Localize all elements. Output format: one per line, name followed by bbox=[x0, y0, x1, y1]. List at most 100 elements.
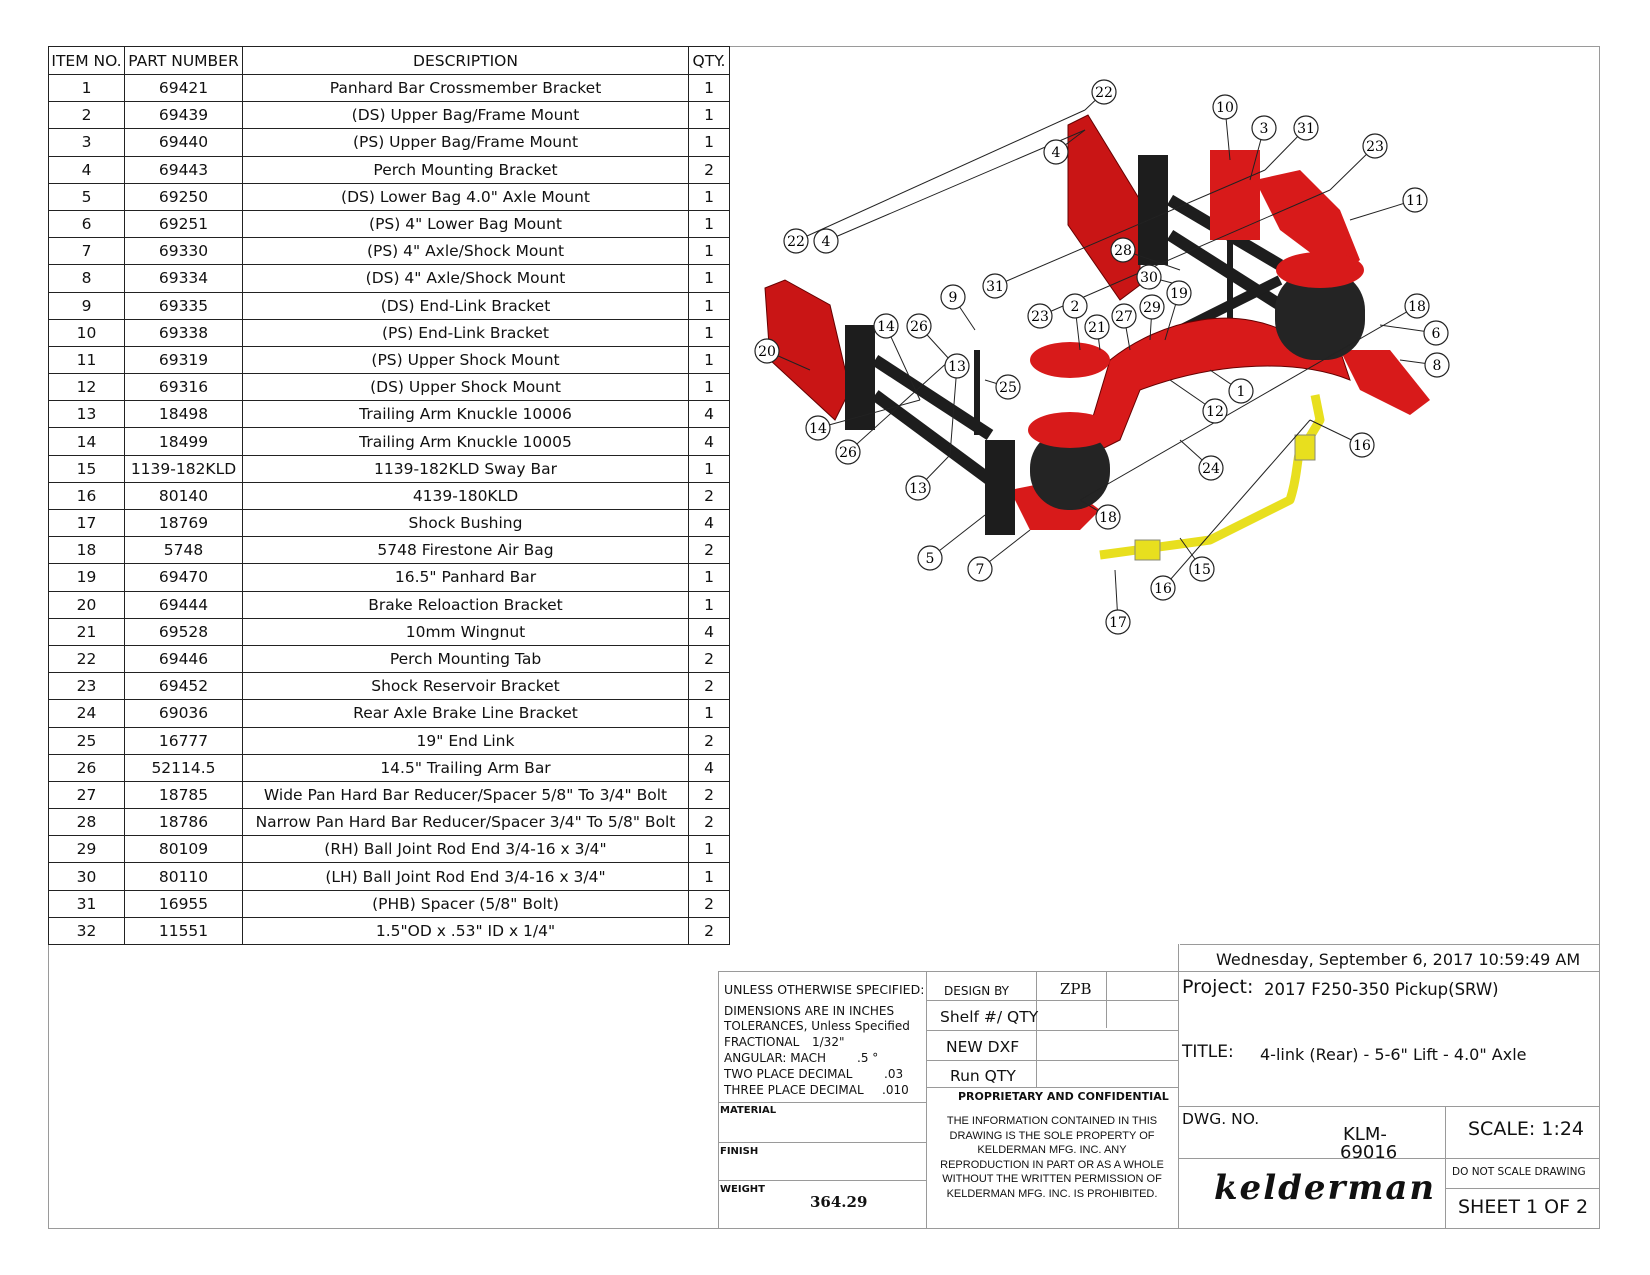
callout-circle bbox=[1166, 280, 1192, 306]
callout-label: 13 bbox=[909, 481, 927, 497]
callout-label: 24 bbox=[1202, 461, 1220, 477]
air-bags bbox=[1028, 252, 1365, 510]
callout-leader bbox=[994, 169, 1266, 287]
callout-label: 28 bbox=[1114, 243, 1132, 259]
bom-cell-part: 18499 bbox=[124, 427, 243, 456]
bom-cell-part: 80109 bbox=[124, 835, 243, 864]
callout-18: 18 bbox=[1095, 504, 1121, 530]
callout-22: 22 bbox=[783, 228, 809, 254]
timestamp: Wednesday, September 6, 2017 10:59:49 AM bbox=[1216, 950, 1581, 969]
bom-cell-part: 80140 bbox=[124, 481, 243, 511]
bom-cell-part: 69330 bbox=[124, 237, 243, 266]
callout-29: 29 bbox=[1139, 294, 1165, 320]
bom-cell-item: 15 bbox=[48, 454, 125, 483]
callout-circle bbox=[1424, 352, 1450, 378]
callout-leader bbox=[885, 325, 921, 401]
callout-label: 25 bbox=[999, 380, 1017, 396]
bom-cell-desc: (PS) 4" Lower Bag Mount bbox=[242, 209, 689, 239]
callout-leader bbox=[795, 109, 1086, 242]
callout-12: 12 bbox=[1202, 398, 1228, 424]
bom-cell-item: 20 bbox=[48, 590, 125, 619]
callout-label: 30 bbox=[1140, 270, 1158, 286]
callout-label: 9 bbox=[949, 290, 958, 306]
bom-cell-qty: 2 bbox=[688, 889, 730, 918]
project-label: Project: bbox=[1182, 976, 1254, 998]
callout-circle bbox=[1139, 294, 1165, 320]
bom-cell-part: 69443 bbox=[124, 155, 243, 184]
callout-circle bbox=[1251, 115, 1277, 141]
bom-cell-qty: 1 bbox=[688, 563, 730, 592]
callout-3: 3 bbox=[1251, 115, 1277, 141]
bom-cell-desc: (PS) Upper Bag/Frame Mount bbox=[242, 128, 689, 157]
bom-cell-item: 10 bbox=[48, 318, 125, 347]
bom-cell-qty: 2 bbox=[688, 808, 730, 837]
confidentiality-line: WITHOUT THE WRITTEN PERMISSION OF bbox=[942, 1173, 1162, 1186]
confidentiality-line: KELDERMAN MFG. INC. IS PROHIBITED. bbox=[946, 1187, 1158, 1200]
callout-6: 6 bbox=[1423, 320, 1449, 346]
callout-circle bbox=[805, 415, 831, 441]
callout-22: 22 bbox=[1091, 79, 1117, 105]
bom-cell-part: 69036 bbox=[124, 699, 243, 728]
callout-15: 15 bbox=[1189, 556, 1215, 582]
bom-cell-qty: 1 bbox=[688, 237, 730, 266]
bom-cell-part: 69444 bbox=[124, 590, 243, 619]
bom-cell-part: 18785 bbox=[124, 780, 243, 810]
callout-label: 12 bbox=[1206, 404, 1224, 420]
bom-cell-desc: (PS) 4" Axle/Shock Mount bbox=[242, 237, 689, 266]
callout-circle bbox=[917, 545, 943, 571]
bom-cell-item: 29 bbox=[48, 835, 125, 864]
callout-label: 16 bbox=[1154, 581, 1172, 597]
bom-cell-qty: 2 bbox=[688, 672, 730, 701]
bom-cell-desc: 1.5"OD x .53" ID x 1/4" bbox=[242, 916, 689, 946]
bom-cell-item: 14 bbox=[48, 427, 125, 456]
bom-cell-part: 18786 bbox=[124, 808, 243, 837]
bom-cell-qty: 2 bbox=[688, 644, 730, 674]
bom-cell-item: 18 bbox=[48, 536, 125, 565]
bom-cell-qty: 2 bbox=[688, 481, 730, 511]
callout-17: 17 bbox=[1105, 609, 1131, 635]
callout-19: 19 bbox=[1166, 280, 1192, 306]
sway-bar bbox=[1099, 394, 1325, 561]
callout-label: 6 bbox=[1432, 326, 1441, 342]
bom-header-row: ITEM NO. PART NUMBER DESCRIPTION QTY. bbox=[48, 46, 730, 75]
callout-circle bbox=[1136, 264, 1162, 290]
bom-cell-item: 11 bbox=[48, 345, 125, 375]
callout-leader bbox=[1039, 189, 1331, 317]
callout-circle bbox=[1212, 94, 1238, 120]
callout-label: 4 bbox=[822, 234, 831, 250]
bom-cell-part: 69338 bbox=[124, 318, 243, 347]
dwg-no-value-1: KLM- bbox=[1343, 1124, 1387, 1145]
bom-cell-desc: (PS) Upper Shock Mount bbox=[242, 345, 689, 375]
callout-circle bbox=[1362, 133, 1388, 159]
bom-cell-part: 16955 bbox=[124, 889, 243, 918]
callout-label: 11 bbox=[1406, 193, 1424, 209]
title-value: 4-link (Rear) - 5-6" Lift - 4.0" Axle bbox=[1260, 1045, 1527, 1064]
callout-circle bbox=[1111, 303, 1137, 329]
bom-cell-qty: 4 bbox=[688, 617, 730, 646]
callout-label: 15 bbox=[1193, 562, 1211, 578]
callout-circle bbox=[1293, 115, 1319, 141]
angular-value: .5 ° bbox=[857, 1051, 879, 1065]
bom-cell-part: 80110 bbox=[124, 862, 243, 891]
callout-circle bbox=[813, 228, 839, 254]
callout-27: 27 bbox=[1111, 303, 1137, 329]
callout-16: 16 bbox=[1349, 432, 1375, 458]
bom-cell-qty: 4 bbox=[688, 427, 730, 456]
two-place-label: TWO PLACE DECIMAL bbox=[724, 1067, 853, 1081]
frame-bracket-ps bbox=[764, 279, 875, 430]
bom-cell-item: 19 bbox=[48, 563, 125, 592]
three-place-value: .010 bbox=[882, 1083, 909, 1097]
callout-circle bbox=[906, 313, 932, 339]
callout-circle bbox=[783, 228, 809, 254]
callout-leader bbox=[847, 359, 951, 453]
callout-11: 11 bbox=[1402, 187, 1428, 213]
design-by-label: DESIGN BY bbox=[944, 984, 1009, 998]
callout-label: 18 bbox=[1099, 510, 1117, 526]
bom-cell-qty: 1 bbox=[688, 318, 730, 347]
